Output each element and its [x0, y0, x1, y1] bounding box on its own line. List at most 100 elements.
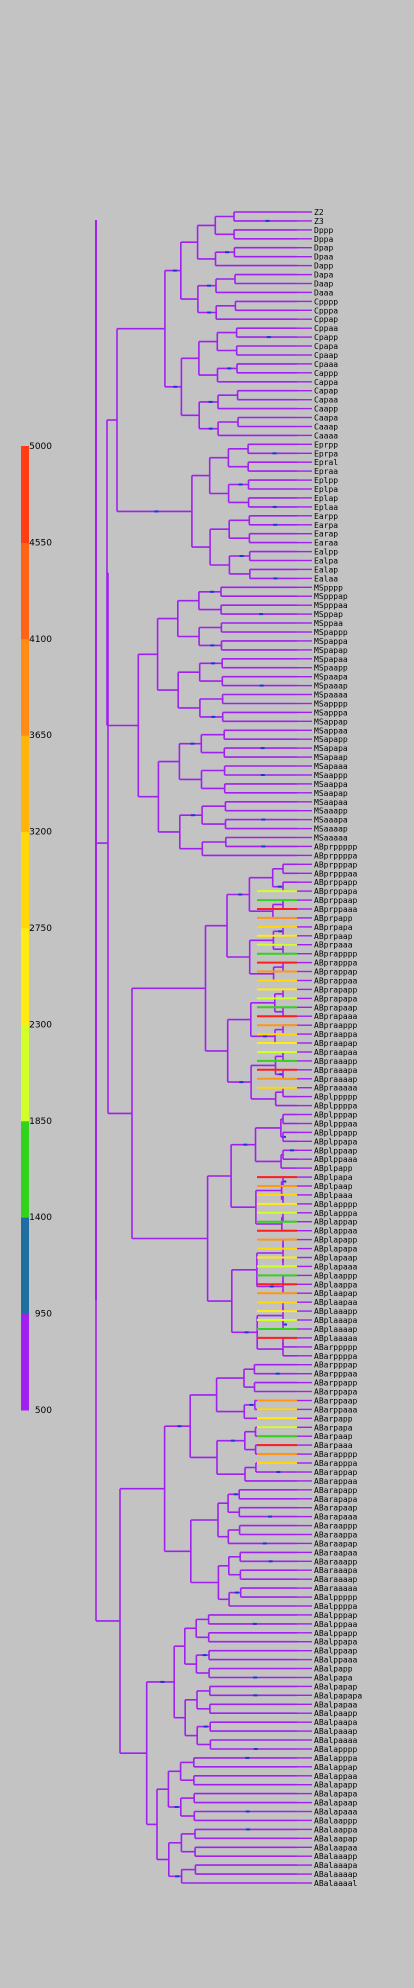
leaf-label: ABplppppp: [314, 1093, 358, 1102]
leaf-label: Caapp: [314, 405, 338, 414]
leaf-label: ABplpppaa: [314, 1120, 358, 1129]
leaf-label: ABplapaaa: [314, 1262, 358, 1271]
leaf-label: MSpppaa: [314, 601, 348, 610]
legend-tick-label: 1850: [29, 1117, 52, 1127]
leaf-label: ABplapapa: [314, 1245, 358, 1254]
leaf-label: ABalppaap: [314, 1647, 358, 1656]
leaf-label: ABplaappa: [314, 1280, 358, 1289]
leaf-label: ABprapppp: [314, 950, 358, 959]
leaf-label: Daaa: [314, 288, 333, 297]
leaf-label: Epral: [314, 458, 338, 467]
legend-bin-1850-2300: [21, 1024, 29, 1122]
leaf-label: MSpaaap: [314, 682, 348, 691]
leaf-label: ABarpppap: [314, 1361, 358, 1370]
leaf-label: ABprpaap: [314, 932, 353, 941]
leaf-label: ABarppppa: [314, 1352, 358, 1361]
leaf-label: Eplpp: [314, 476, 338, 485]
leaf-label: ABpraaaap: [314, 1075, 358, 1084]
leaf-label: ABplppapa: [314, 1137, 358, 1146]
leaf-label: ABprppaaa: [314, 905, 358, 914]
leaf-label: ABplappaa: [314, 1227, 358, 1236]
leaf-label: ABprapapa: [314, 994, 358, 1003]
leaf-label: ABplppppa: [314, 1102, 358, 1111]
leaf-label: Eprpp: [314, 440, 338, 449]
leaf-label: ABarppppp: [314, 1343, 358, 1352]
leaf-label: Cpaaa: [314, 360, 338, 369]
legend-bin-4100-4550: [21, 542, 29, 640]
leaf-label: MSpaapa: [314, 673, 348, 682]
leaf-label: MSapapa: [314, 744, 348, 753]
leaf-label: MSaappp: [314, 771, 348, 780]
leaf-label: Eplpa: [314, 485, 338, 494]
leaf-label: Cappp: [314, 369, 338, 378]
leaf-label: ABplpapp: [314, 1164, 353, 1173]
leaf-label: ABplpppap: [314, 1111, 358, 1120]
leaf-label: MSappap: [314, 717, 348, 726]
leaf-label: ABalapaaa: [314, 1808, 358, 1817]
leaf-label: ABalpppaa: [314, 1620, 358, 1629]
leaf-label: MSpaaaa: [314, 691, 348, 700]
leaf-label: ABprppapp: [314, 878, 358, 887]
leaf-label: MSapppp: [314, 700, 348, 709]
leaf-label: MSpppp: [314, 583, 343, 592]
leaf-label: ABplppaaa: [314, 1155, 358, 1164]
leaf-label: ABalppppa: [314, 1602, 358, 1611]
leaf-label: ABalpaapp: [314, 1709, 358, 1718]
leaf-label: Epraa: [314, 467, 338, 476]
legend-tick-label: 5000: [29, 442, 52, 452]
leaf-label: ABarapppp: [314, 1450, 358, 1459]
color-legend: 5000455041003650320027502300185014009505…: [21, 442, 52, 1416]
leaf-label: Dapa: [314, 271, 333, 280]
leaf-label: Cpppa: [314, 306, 338, 315]
leaf-label: Ealpp: [314, 548, 338, 557]
legend-bin-2750-3200: [21, 831, 29, 929]
leaf-label: ABpraaapp: [314, 1057, 358, 1066]
leaf-label: Dpaa: [314, 253, 333, 262]
leaf-label: ABprppppa: [314, 851, 358, 860]
leaf-label: ABalppaaa: [314, 1656, 358, 1665]
leaf-label: Eplaa: [314, 503, 338, 512]
leaf-label: Earpa: [314, 521, 338, 530]
leaf-label: Caaaa: [314, 431, 338, 440]
leaf-label: ABarppapp: [314, 1379, 358, 1388]
leaf-label: ABaraappa: [314, 1531, 358, 1540]
leaf-label: ABpraaaaa: [314, 1084, 358, 1093]
leaf-label: ABpraapap: [314, 1039, 358, 1048]
leaf-label: ABplppaap: [314, 1146, 358, 1155]
leaf-label: Earap: [314, 530, 338, 539]
leaf-label: MSaaaaa: [314, 834, 348, 843]
leaf-label: ABarpapa: [314, 1423, 353, 1432]
leaf-label: MSpapaa: [314, 655, 348, 664]
leaf-label: ABplaaaap: [314, 1325, 358, 1334]
leaf-label: ABalpapa: [314, 1674, 353, 1683]
leaf-label: ABarappap: [314, 1468, 358, 1477]
leaf-label: Ealaa: [314, 574, 338, 583]
leaf-label: ABalaapaa: [314, 1843, 358, 1852]
leaf-label: ABalpapap: [314, 1682, 358, 1691]
leaf-label: ABarpppaa: [314, 1370, 358, 1379]
leaf-label: ABplpaaa: [314, 1191, 353, 1200]
leaf-label: ABalppapp: [314, 1629, 358, 1638]
leaf-label: ABalapapp: [314, 1781, 358, 1790]
leaf-label: ABprpaaa: [314, 941, 353, 950]
leaf-label: ABalapppa: [314, 1754, 358, 1763]
leaf-label: MSaaaap: [314, 825, 348, 834]
leaf-label: ABprppaap: [314, 896, 358, 905]
leaf-label: ABplapapp: [314, 1236, 358, 1245]
leaf-label: Dppp: [314, 226, 333, 235]
leaf-label: ABplapaap: [314, 1254, 358, 1263]
legend-bin-4550-5000: [21, 446, 29, 543]
leaf-label: ABpraappa: [314, 1030, 358, 1039]
leaf-label: ABprapaap: [314, 1003, 358, 1012]
leaf-label: Z2: [314, 208, 324, 217]
leaf-label: ABarpapp: [314, 1414, 353, 1423]
legend-bin-950-1400: [21, 1217, 29, 1315]
legend-tick-label: 4100: [29, 635, 52, 645]
legend-tick-label: 3650: [29, 731, 52, 741]
leaf-label: ABarppaaa: [314, 1405, 358, 1414]
leaf-label: Cpapp: [314, 333, 338, 342]
leaf-label: ABalpppap: [314, 1611, 358, 1620]
leaf-label: ABplapppp: [314, 1200, 358, 1209]
leaf-label: MSaaapp: [314, 807, 348, 816]
